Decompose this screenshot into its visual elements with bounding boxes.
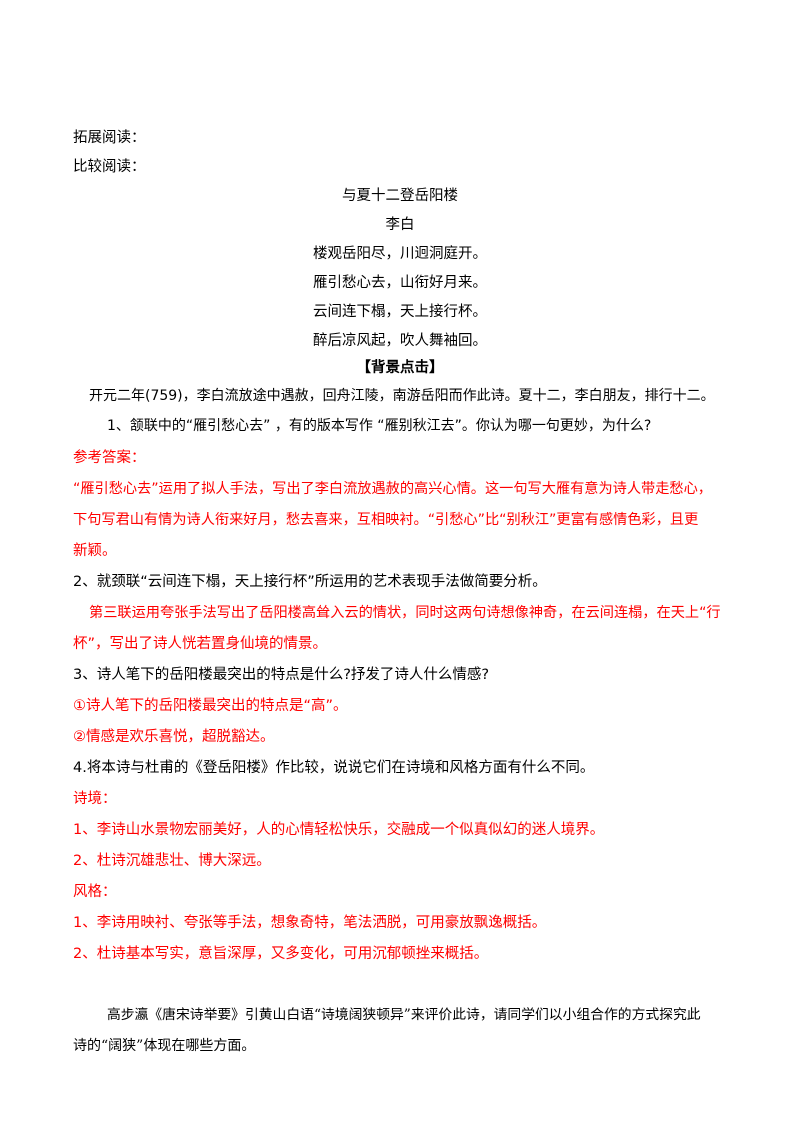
comparative-reading-label: 比较阅读： <box>73 159 146 175</box>
closing-paragraph-line: 诗的“阔狭”体现在哪些方面。 <box>73 1038 256 1054</box>
q3-answer: ②情感是欢乐喜悦，超脱豁达。 <box>73 729 275 745</box>
q2-answer-line: 杯”，写出了诗人恍若置身仙境的情景。 <box>73 636 328 652</box>
poem-title: 与夏十二登岳阳楼 <box>342 188 458 204</box>
q1-answer-line: “雁引愁心去”运用了拟人手法，写出了李白流放遇赦的高兴心情。这一句写大雁有意为诗… <box>73 481 712 497</box>
q1-answer-label: 参考答案： <box>73 450 146 466</box>
poem-line: 雁引愁心去，山衔好月来。 <box>313 275 487 291</box>
q1-answer-line: 下句写君山有情为诗人衔来好月，愁去喜来，互相映衬。“引愁心”比“别秋江”更富有感… <box>73 512 699 528</box>
poem-line: 云间连下榻，天上接行杯。 <box>313 304 487 320</box>
background-heading: 【背景点击】 <box>356 360 444 376</box>
q4-style-label: 风格： <box>73 884 117 900</box>
q4-question: 4.将本诗与杜甫的《登岳阳楼》作比较，说说它们在诗境和风格方面有什么不同。 <box>73 760 595 776</box>
poem-line: 楼观岳阳尽，川迥洞庭开。 <box>313 246 487 262</box>
poem-line: 醉后凉风起，吹人舞袖回。 <box>313 333 487 349</box>
q4-realm-answer: 2、杜诗沉雄悲壮、博大深远。 <box>73 853 271 869</box>
q4-realm-answer: 1、李诗山水景物宏丽美好，人的心情轻松快乐，交融成一个似真似幻的迷人境界。 <box>73 822 605 838</box>
q1-question: 1、颔联中的“雁引愁心去” ，有的版本写作 “雁别秋江去”。你认为哪一句更妙，为… <box>107 418 652 434</box>
q2-question: 2、就颈联“云间连下榻，天上接行杯”所运用的艺术表现手法做简要分析。 <box>73 574 547 590</box>
background-text: 开元二年(759)，李白流放途中遇赦，回舟江陵，南游岳阳而作此诗。夏十二，李白朋… <box>89 388 715 404</box>
poem-author: 李白 <box>385 217 415 233</box>
closing-paragraph-line: 高步瀛《唐宋诗举要》引黄山白语“诗境阔狭顿异”来评价此诗，请同学们以小组合作的方… <box>107 1007 701 1023</box>
q4-realm-label: 诗境： <box>73 791 117 807</box>
q1-answer-line: 新颖。 <box>73 543 117 559</box>
extended-reading-label: 拓展阅读： <box>73 130 146 146</box>
q4-style-answer: 1、李诗用映衬、夸张等手法，想象奇特，笔法洒脱，可用豪放飘逸概括。 <box>73 915 547 931</box>
q4-style-answer: 2、杜诗基本写实，意旨深厚，又多变化，可用沉郁顿挫来概括。 <box>73 946 489 962</box>
q2-answer-line: 第三联运用夸张手法写出了岳阳楼高耸入云的情状，同时这两句诗想像神奇，在云间连榻，… <box>89 605 721 621</box>
q3-question: 3、诗人笔下的岳阳楼最突出的特点是什么?抒发了诗人什么情感? <box>73 667 490 683</box>
q3-answer: ①诗人笔下的岳阳楼最突出的特点是“高”。 <box>73 698 348 714</box>
